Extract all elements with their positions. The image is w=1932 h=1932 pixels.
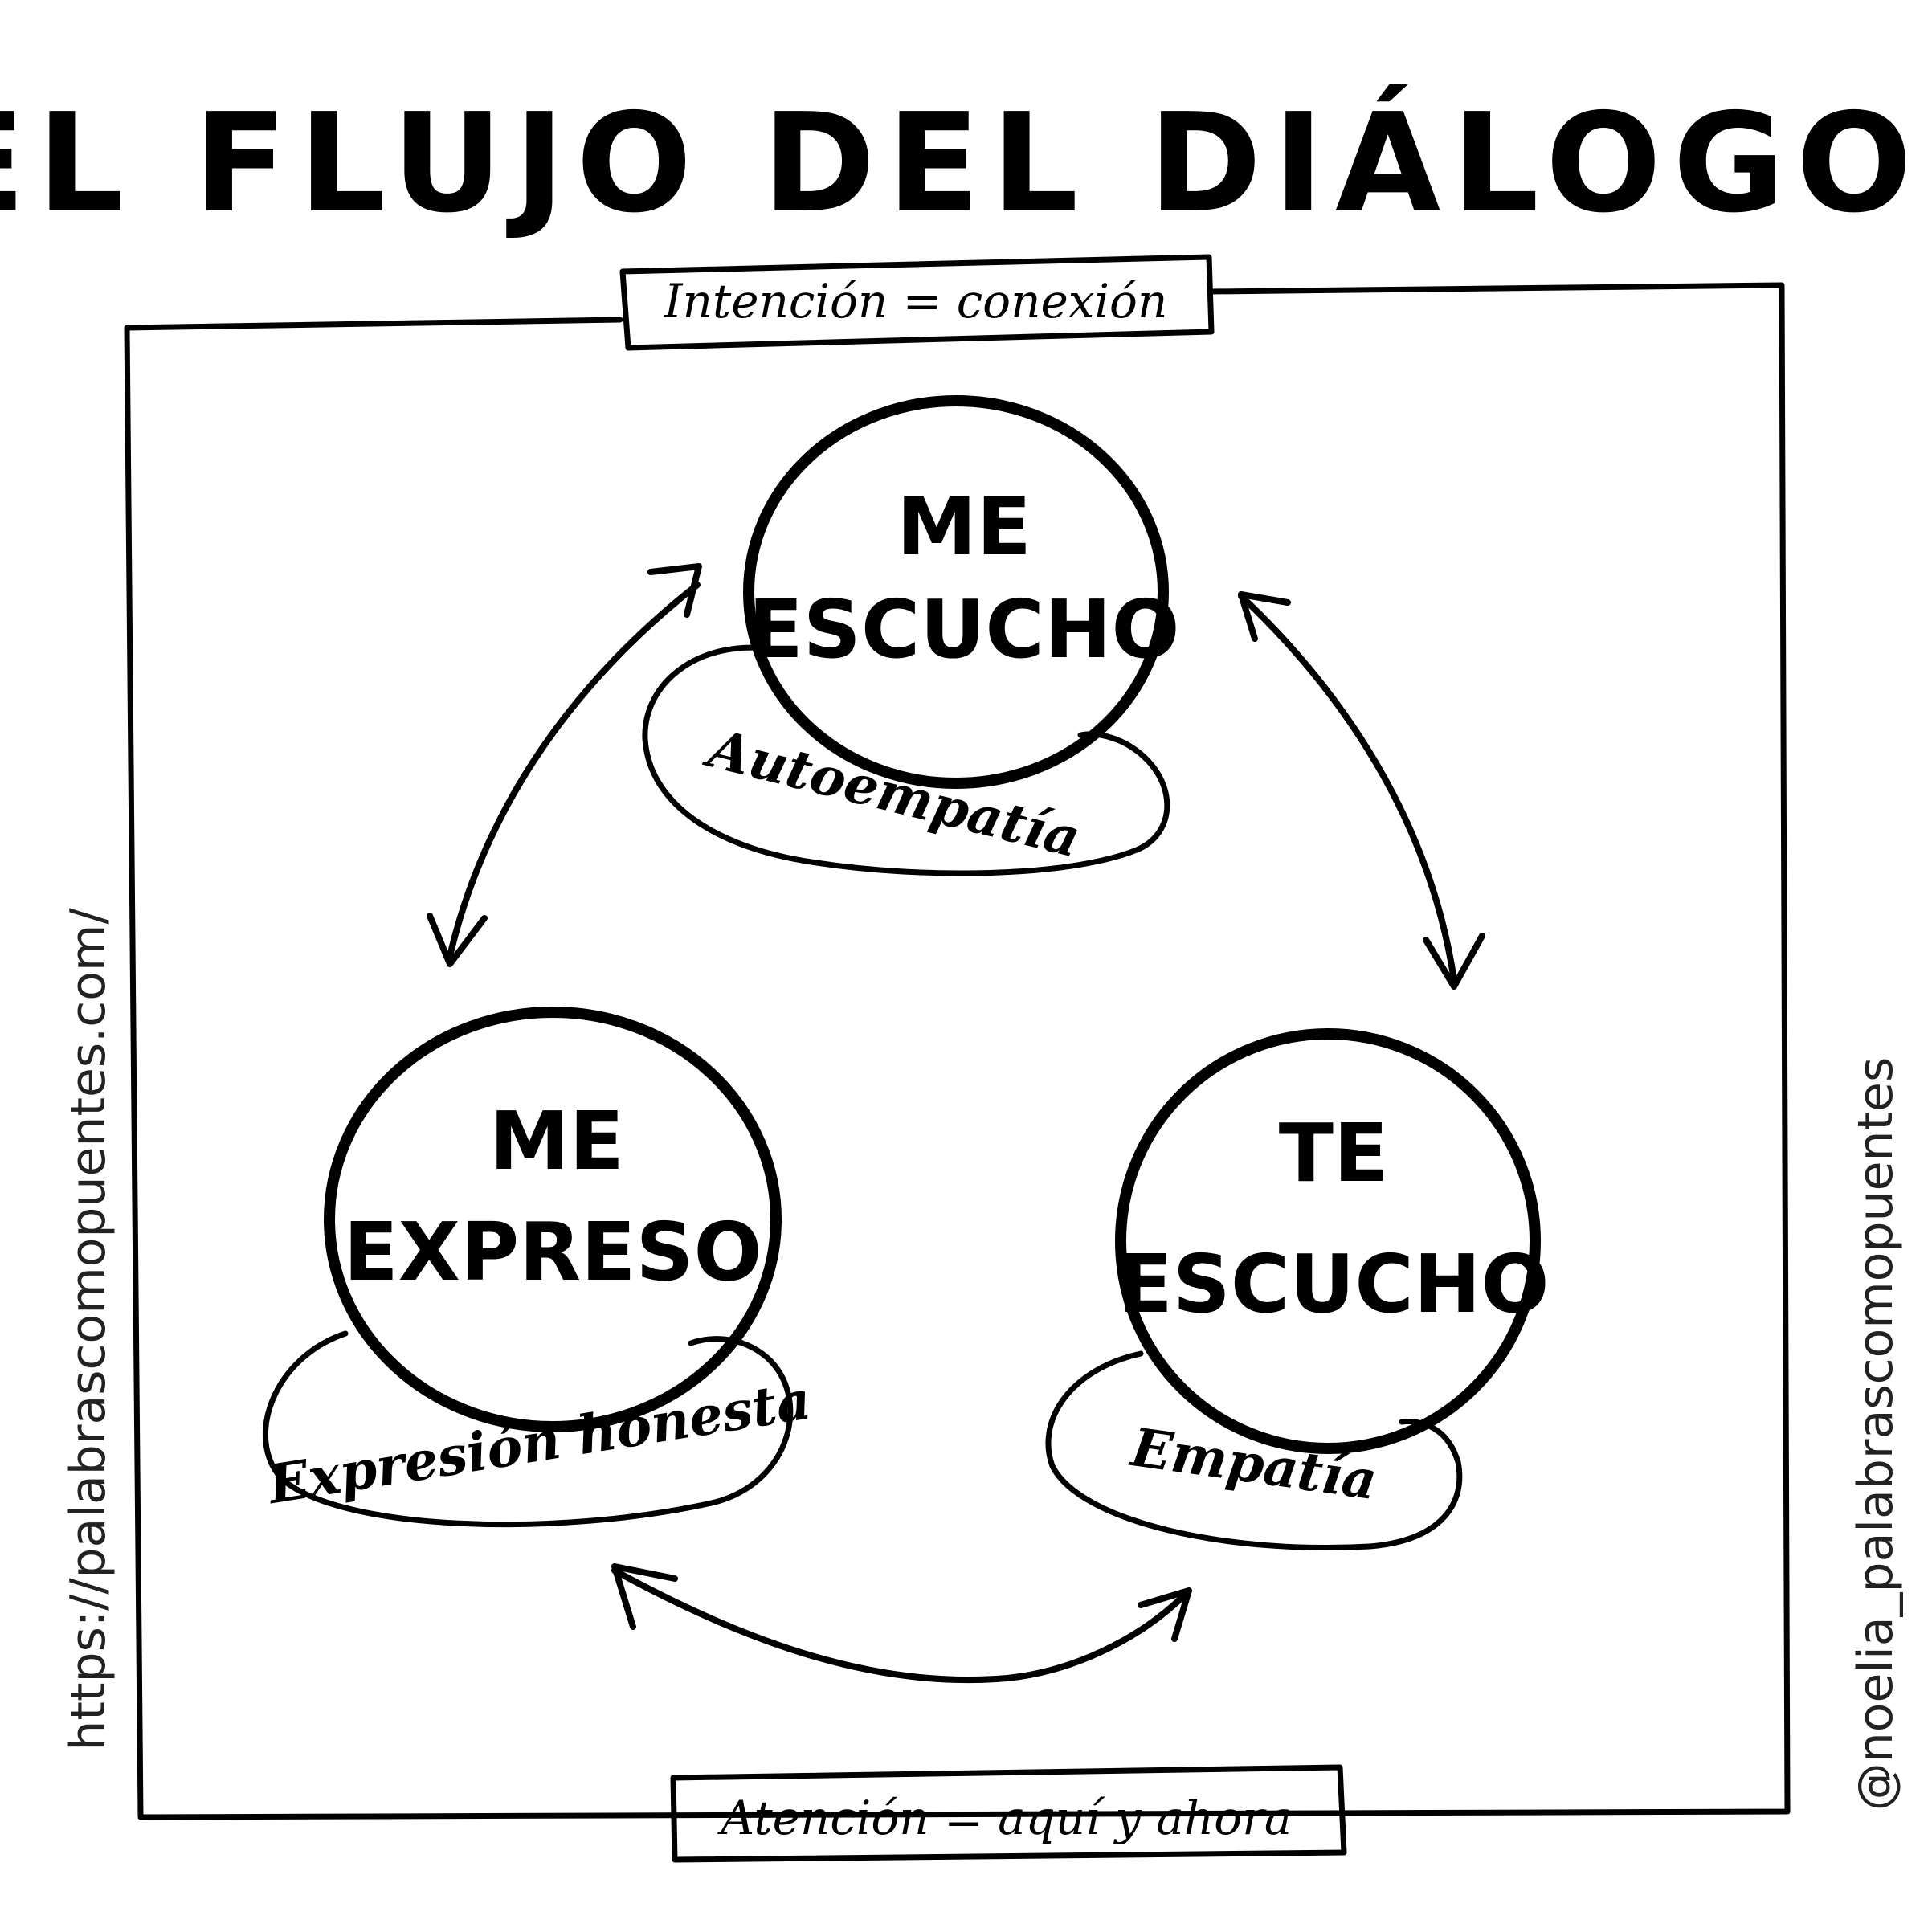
node-me-escucho-line2: ESCUCHO bbox=[748, 582, 1179, 676]
node-me-escucho: ME ESCUCHO Autoempatía bbox=[642, 395, 1180, 876]
node-te-escucho-line2: ESCUCHO bbox=[1117, 1237, 1549, 1331]
side-handle-text: @noelia_palabrascomopuentes bbox=[1848, 1057, 1904, 1811]
arrow-top-right bbox=[1238, 591, 1485, 990]
node-me-expreso-line1: ME bbox=[489, 1094, 624, 1188]
side-url-text: https://palabrascomopuentes.com/ bbox=[60, 908, 116, 1751]
diagram-title: EL FLUJO DEL DIÁLOGO bbox=[0, 84, 1923, 243]
node-me-expreso: ME EXPRESO Expresión honesta bbox=[262, 1007, 815, 1528]
node-me-escucho-blob bbox=[642, 644, 1170, 876]
node-te-escucho: TE ESCUCHO Empatía bbox=[1045, 1028, 1550, 1551]
arrow-top-left bbox=[427, 563, 702, 967]
outer-frame bbox=[124, 282, 1791, 1820]
node-me-expreso-circle bbox=[324, 1007, 782, 1432]
node-me-escucho-line1: ME bbox=[897, 480, 1031, 574]
top-label-box: Intención = conexión bbox=[619, 254, 1215, 351]
node-te-escucho-line1: TE bbox=[1279, 1106, 1389, 1200]
node-te-escucho-blob bbox=[1045, 1350, 1463, 1551]
arrow-left-right bbox=[611, 1563, 1192, 1684]
node-me-escucho-circle bbox=[743, 395, 1169, 789]
node-te-escucho-circle bbox=[1115, 1028, 1541, 1454]
bottom-box-label: Atención = aquí y ahora bbox=[717, 1791, 1292, 1845]
node-me-expreso-line2: EXPRESO bbox=[343, 1205, 762, 1299]
bottom-label-box: Atención = aquí y ahora bbox=[670, 1764, 1347, 1863]
node-me-expreso-blob bbox=[262, 1330, 794, 1528]
top-box-label: Intención = conexión bbox=[664, 274, 1168, 329]
